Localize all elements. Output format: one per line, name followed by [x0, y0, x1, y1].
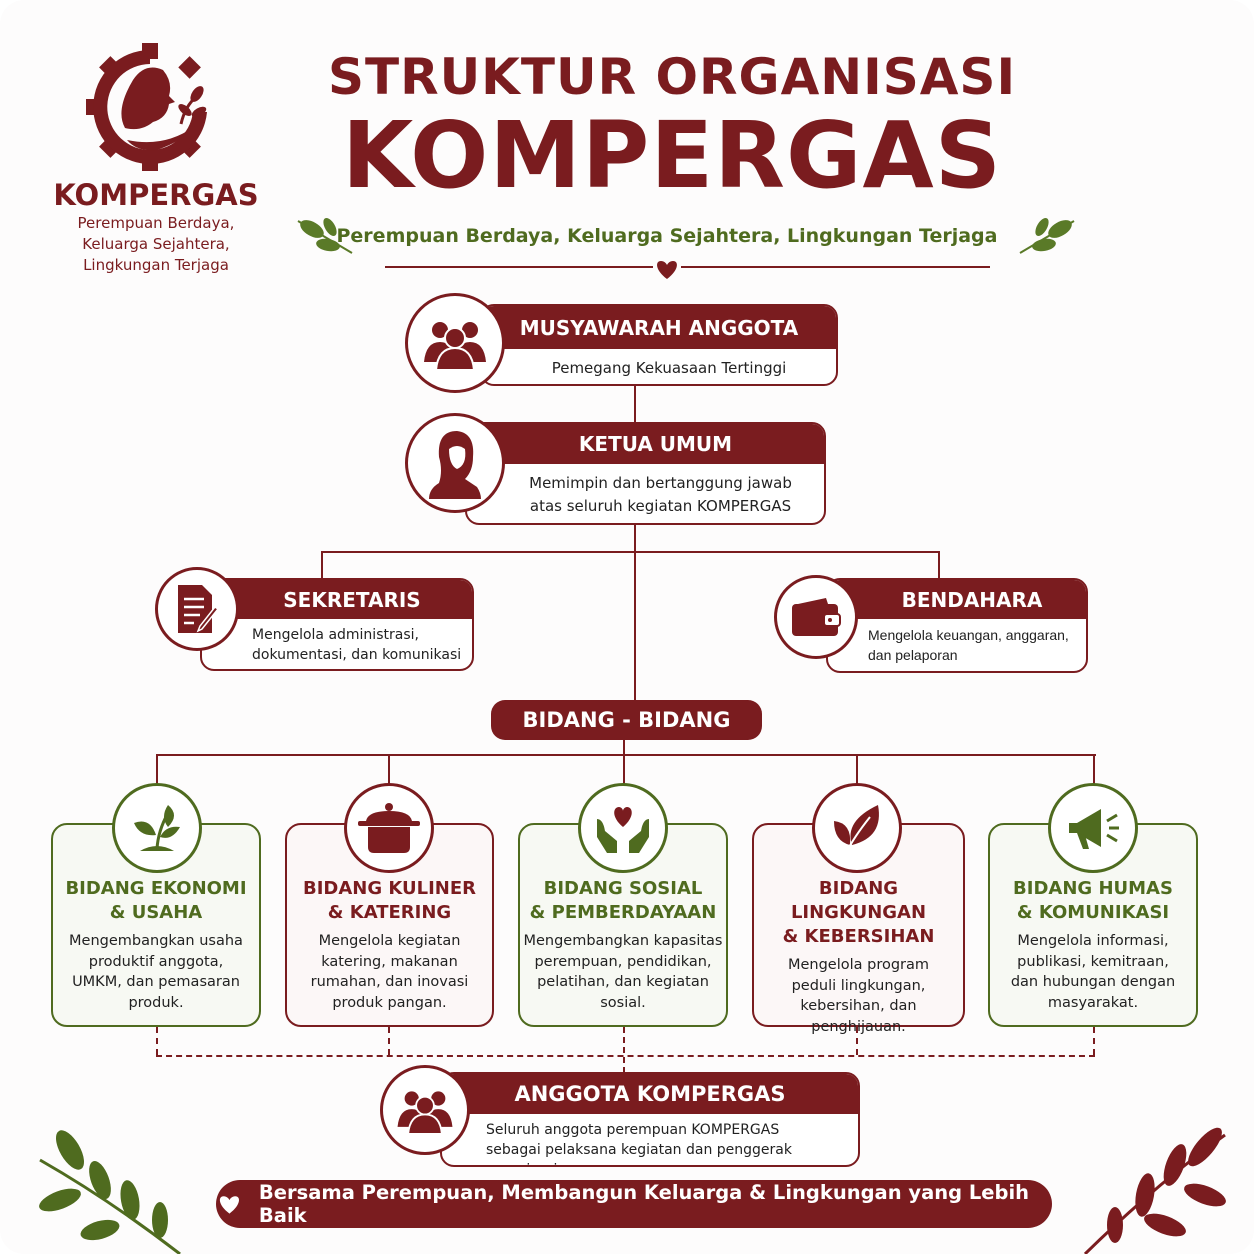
- card-desc-line: Mengelola kegiatan: [318, 933, 461, 949]
- heart-icon: [653, 258, 681, 280]
- connector: [156, 754, 158, 786]
- leaf-icon: [812, 783, 902, 873]
- dashed-connector: [1093, 1027, 1095, 1055]
- leaf-branch-icon: [1083, 1127, 1226, 1254]
- connector: [388, 754, 390, 786]
- node-title: SEKRETARIS: [202, 580, 472, 619]
- card-desc-line: pelatihan, dan kegiatan: [537, 974, 709, 990]
- tagline-line: Perempuan Berdaya,: [77, 214, 235, 232]
- megaphone-icon: [1048, 783, 1138, 873]
- title-line2: KOMPERGAS: [341, 102, 1002, 209]
- card-desc-line: Mengembangkan kapasitas: [523, 933, 723, 949]
- card-desc-line: publikasi, kemitraan,: [1017, 953, 1169, 970]
- connector: [856, 754, 858, 786]
- gear-woman-logo-icon: [86, 43, 207, 171]
- card-desc-line: kebersihan, dan: [800, 998, 917, 1014]
- leaf-sprig-icon: [1019, 217, 1075, 254]
- card-desc-line: Mengembangkan usaha: [69, 933, 243, 949]
- card-title-line: BIDANG KULINER: [302, 878, 477, 899]
- card-title-line: & USAHA: [109, 902, 203, 923]
- node-desc-line: dokumentasi, dan komunikasi: [252, 647, 462, 663]
- connector: [156, 754, 1096, 756]
- document-pen-icon: [155, 567, 239, 651]
- cooking-pot-icon: [344, 783, 434, 873]
- node-desc-line: atas seluruh kegiatan KOMPERGAS: [529, 497, 792, 515]
- card-desc-line: penghijauan.: [811, 1018, 906, 1035]
- card-desc-line: produk.: [128, 994, 184, 1011]
- card-title-line: BIDANG SOSIAL: [543, 878, 703, 899]
- node-title: MUSYAWARAH ANGGOTA: [482, 306, 836, 349]
- connector: [938, 551, 940, 579]
- node-desc-line: Mengelola keuangan, anggaran,: [868, 627, 1069, 643]
- connector: [1093, 754, 1095, 786]
- node-desc-line: sebagai pelaksana kegiatan dan penggerak…: [486, 1142, 792, 1165]
- logo: [85, 40, 220, 175]
- connector: [634, 386, 636, 422]
- footer-text: Bersama Perempuan, Membangun Keluarga & …: [258, 1181, 1030, 1227]
- tagline-line: Keluarga Sejahtera,: [82, 235, 230, 253]
- group-icon: [380, 1065, 470, 1155]
- divider: [385, 266, 990, 268]
- node-title: ANGGOTA KOMPERGAS: [442, 1074, 858, 1114]
- dashed-connector: [856, 1027, 858, 1055]
- node-desc-line: Memimpin dan bertanggung jawab: [529, 474, 792, 492]
- card-desc-line: sosial.: [600, 994, 646, 1011]
- musyawarah-anggota-node: MUSYAWARAH ANGGOTA Pemegang Kekuasaan Te…: [480, 304, 838, 386]
- card-title-line: & KEBERSIHAN: [782, 926, 935, 947]
- connector: [321, 551, 940, 553]
- plant-icon: [112, 783, 202, 873]
- ketua-umum-node: KETUA UMUM Memimpin dan bertanggung jawa…: [465, 422, 826, 525]
- card-title-line: & KOMUNIKASI: [1016, 902, 1170, 923]
- card-desc-line: produk pangan.: [332, 994, 447, 1011]
- dashed-connector: [156, 1055, 1095, 1057]
- heart-icon: [219, 1196, 240, 1214]
- card-title-line: & KATERING: [327, 902, 452, 923]
- card-desc-line: Mengelola informasi,: [1017, 933, 1169, 949]
- card-desc-line: masyarakat.: [1047, 994, 1139, 1011]
- card-desc-line: dan hubungan dengan: [1010, 974, 1176, 990]
- node-desc-line: Seluruh anggota perempuan KOMPERGAS: [486, 1122, 780, 1138]
- node-desc-line: dan pelaporan: [868, 647, 958, 663]
- sekretaris-node: SEKRETARIS Mengelola administrasi, dokum…: [200, 578, 474, 671]
- card-title-line: BIDANG LINGKUNGAN: [790, 878, 927, 923]
- tagline-line: Lingkungan Terjaga: [83, 256, 229, 274]
- wallet-icon: [774, 575, 858, 659]
- node-title: BENDAHARA: [828, 580, 1086, 619]
- logo-tagline: Perempuan Berdaya, Keluarga Sejahtera, L…: [40, 213, 272, 276]
- bidang-bidang-label: BIDANG - BIDANG: [491, 700, 762, 740]
- card-title-line: BIDANG EKONOMI: [65, 878, 247, 899]
- dashed-connector: [388, 1027, 390, 1055]
- node-desc: Pemegang Kekuasaan Tertinggi: [551, 359, 787, 377]
- card-desc-line: produktif anggota,: [88, 953, 224, 970]
- footer-banner: Bersama Perempuan, Membangun Keluarga & …: [216, 1180, 1052, 1228]
- dashed-connector: [623, 1027, 625, 1073]
- card-desc-line: peduli lingkungan,: [791, 977, 926, 994]
- card-desc-line: katering, makanan: [321, 953, 458, 970]
- logo-name: KOMPERGAS: [53, 178, 259, 212]
- node-desc-line: Mengelola administrasi,: [252, 627, 419, 643]
- connector: [321, 551, 323, 579]
- group-icon: [405, 293, 505, 393]
- bendahara-node: BENDAHARA Mengelola keuangan, anggaran, …: [826, 578, 1088, 673]
- subtitle: Perempuan Berdaya, Keluarga Sejahtera, L…: [336, 225, 998, 247]
- card-desc-line: perempuan, pendidikan,: [534, 953, 712, 970]
- woman-hijab-icon: [405, 413, 505, 513]
- card-desc-line: rumahan, dan inovasi: [310, 974, 469, 990]
- card-desc-line: UMKM, dan pemasaran: [72, 974, 240, 990]
- leaf-sprig-icon: [297, 217, 353, 254]
- leaf-branch-icon: [39, 1130, 181, 1254]
- card-desc-line: Mengelola program: [787, 957, 930, 973]
- card-title-line: & PEMBERDAYAAN: [529, 902, 717, 923]
- connector: [634, 525, 636, 701]
- dashed-connector: [156, 1027, 158, 1055]
- connector: [623, 754, 625, 786]
- card-title-line: BIDANG HUMAS: [1013, 878, 1173, 899]
- node-title: KETUA UMUM: [467, 424, 824, 464]
- anggota-kompergas-node: ANGGOTA KOMPERGAS Seluruh anggota peremp…: [440, 1072, 860, 1167]
- connector: [623, 740, 625, 755]
- hands-heart-icon: [578, 783, 668, 873]
- title-line1: STRUKTUR ORGANISASI: [327, 48, 1017, 106]
